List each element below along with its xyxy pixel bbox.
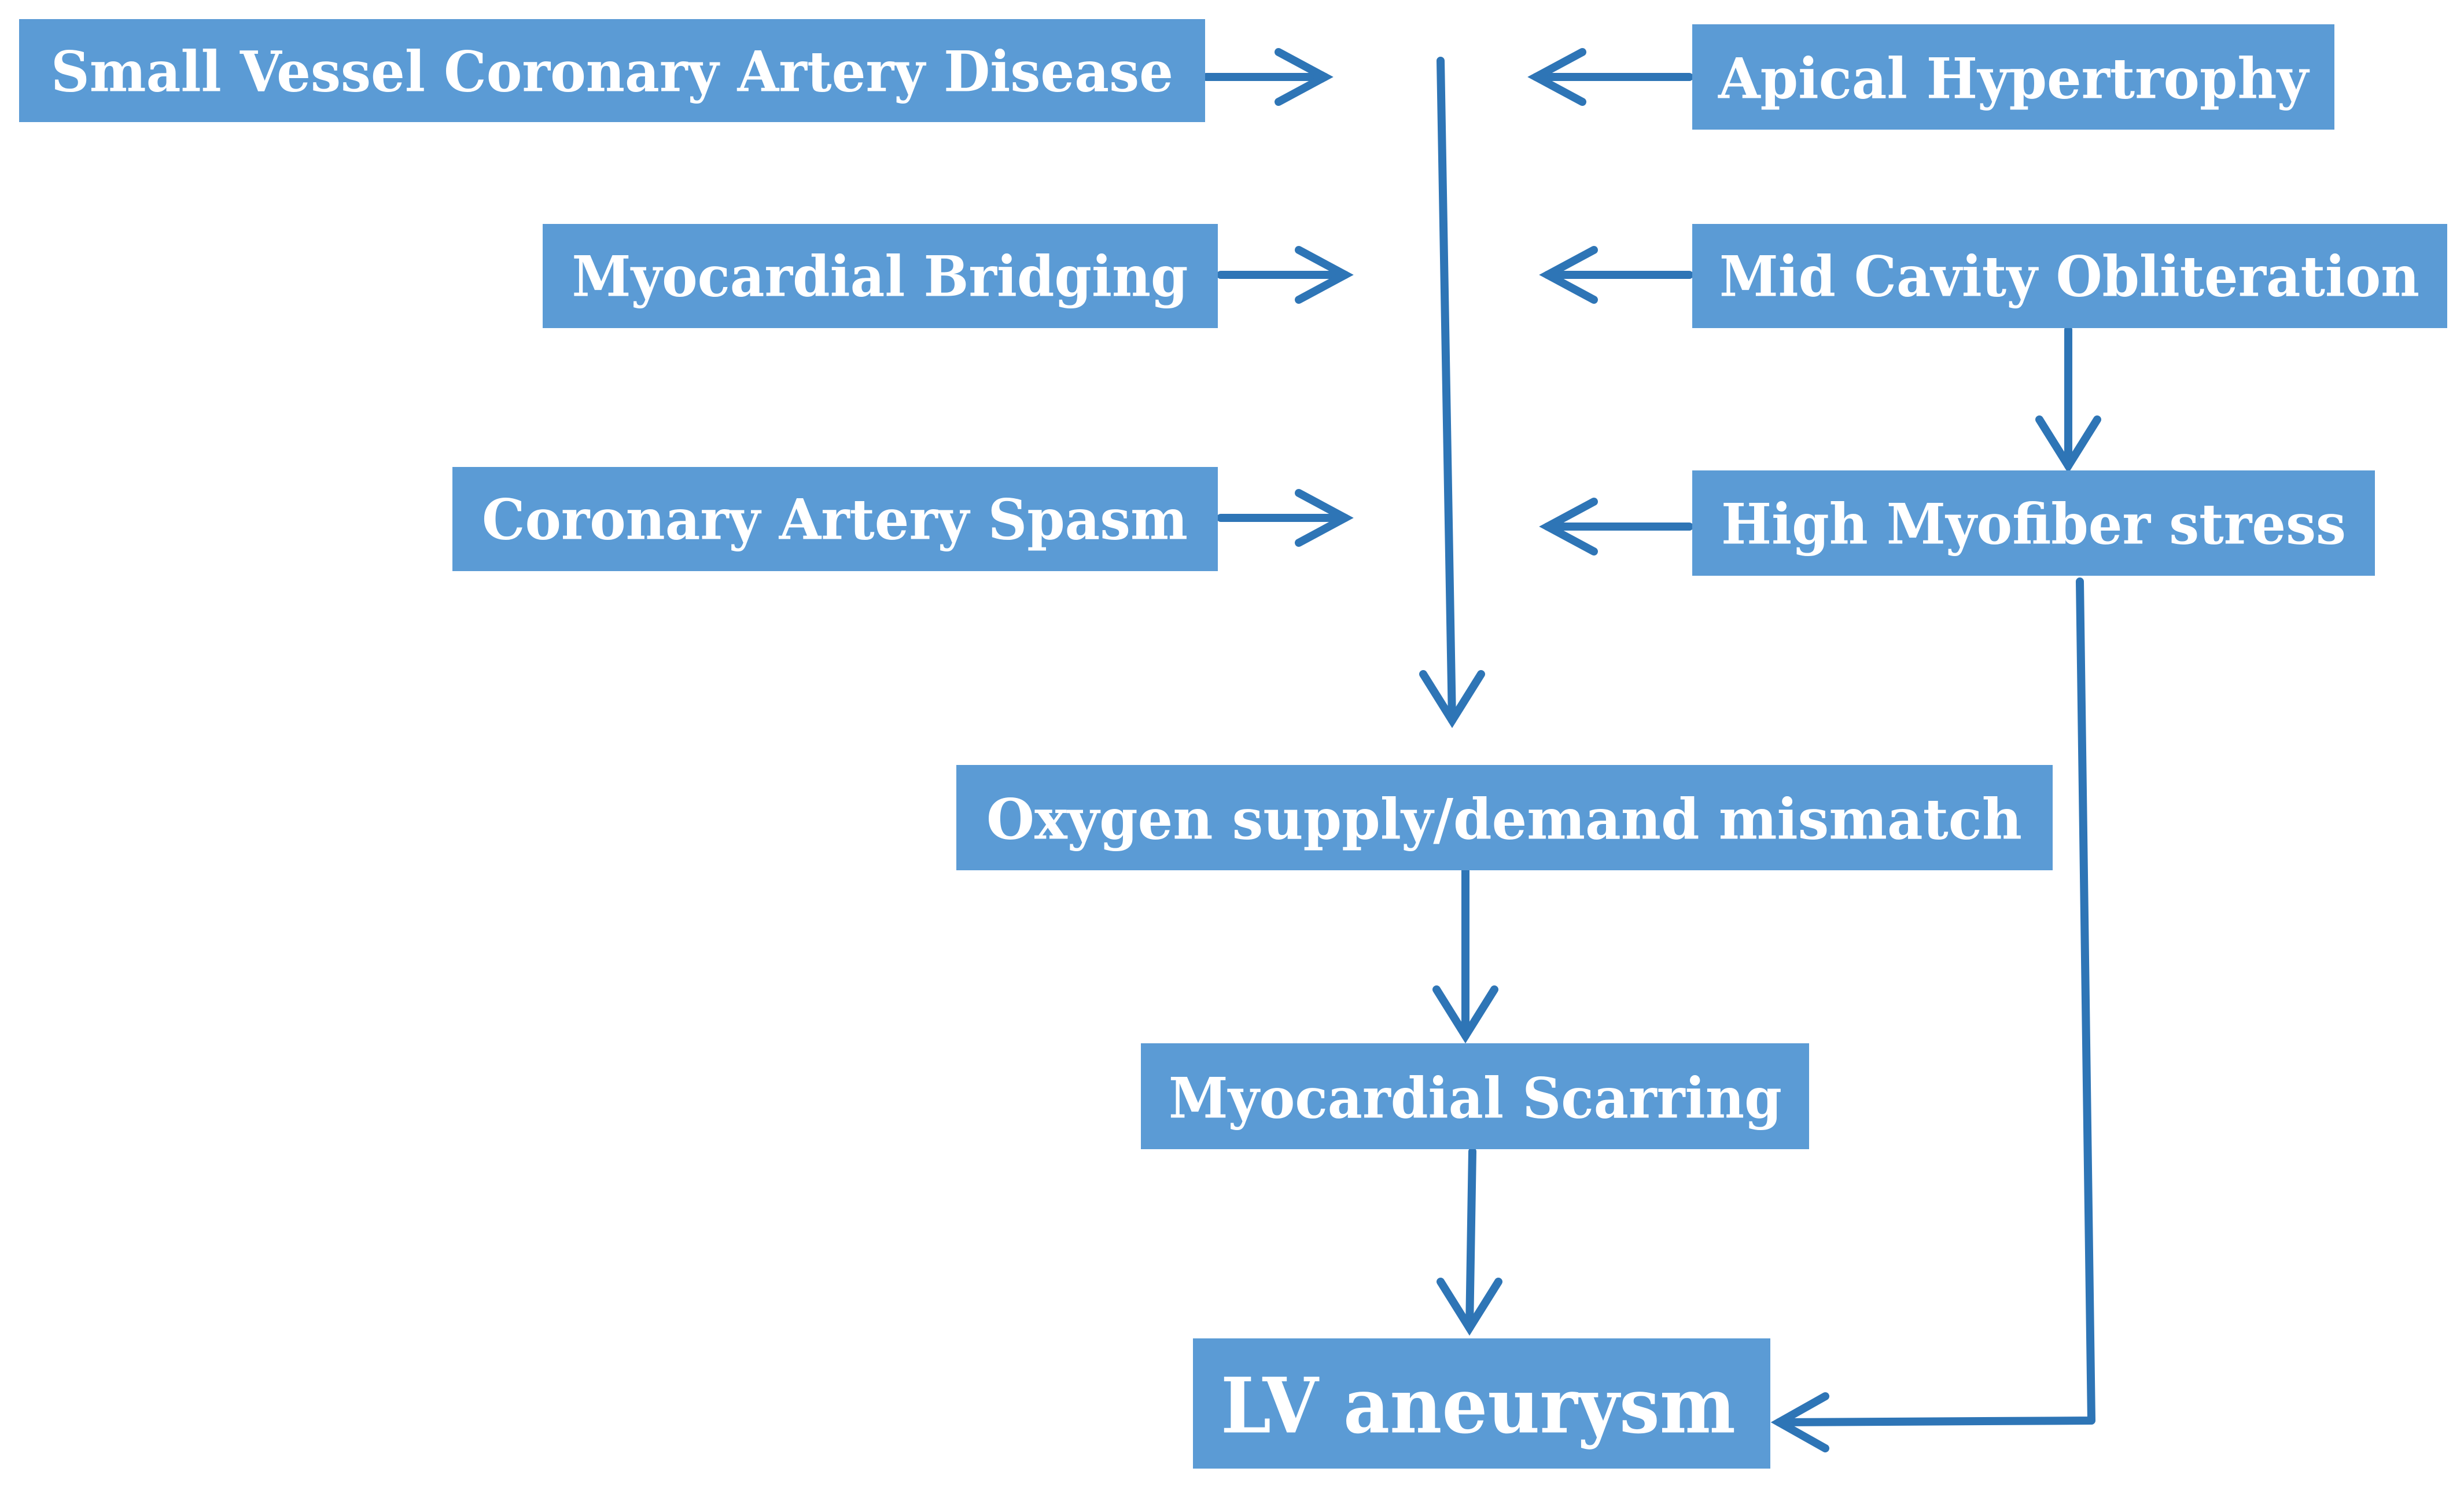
node-label: Mid Cavity Obliteration	[1719, 244, 2419, 310]
arrowhead-high-myofiber-stress	[1539, 498, 1598, 555]
edge-high-myofiber-stress-to-lv-aneurysm	[1775, 577, 2095, 1426]
node-oxygen-mismatch: Oxygen supply/demand mismatch	[956, 765, 2053, 870]
arrowhead-myofiber-to-aneurysm	[1770, 1392, 1829, 1452]
arrowhead-mid-cavity-obliteration	[1539, 246, 1598, 304]
arrowhead-scarring-to-aneurysm	[1437, 1278, 1502, 1336]
node-high-myofiber-stress: High Myofiber stress	[1692, 470, 2375, 576]
node-label: Coronary Artery Spasm	[482, 487, 1188, 553]
node-label: LV aneurysm	[1221, 1362, 1736, 1451]
node-myocardial-bridging: Myocardial Bridging	[543, 224, 1218, 328]
arrowhead-myocardial-bridging	[1295, 246, 1354, 304]
edges-group	[1202, 48, 2101, 1452]
node-apical-hypertrophy: Apical Hypertrophy	[1692, 24, 2334, 130]
edge-central-collector-to-oxygen-mismatch	[1437, 57, 1456, 724]
arrowhead-small-vessel-cad	[1275, 48, 1334, 106]
arrowhead-mid-cavity-to-myofiber	[2035, 415, 2101, 474]
node-mid-cavity-obliteration: Mid Cavity Obliteration	[1692, 224, 2447, 328]
node-label: High Myofiber stress	[1721, 492, 2346, 557]
arrowhead-central-collector	[1419, 670, 1485, 729]
node-coronary-artery-spasm: Coronary Artery Spasm	[452, 467, 1218, 571]
node-label: Myocardial Bridging	[572, 244, 1188, 310]
nodes-group: Small Vessel Coronary Artery Disease Api…	[19, 19, 2447, 1469]
arrowhead-oxygen-to-scarring	[1432, 985, 1498, 1044]
node-label: Oxygen supply/demand mismatch	[986, 787, 2022, 852]
edge-myocardial-scarring-to-lv-aneurysm	[1465, 1147, 1476, 1332]
node-small-vessel-cad: Small Vessel Coronary Artery Disease	[19, 19, 1205, 122]
node-label: Apical Hypertrophy	[1718, 46, 2310, 112]
node-label: Small Vessel Coronary Artery Disease	[51, 39, 1173, 105]
node-lv-aneurysm: LV aneurysm	[1193, 1338, 1770, 1469]
arrowhead-coronary-artery-spasm	[1295, 489, 1354, 547]
node-myocardial-scarring: Myocardial Scarring	[1141, 1043, 1809, 1149]
arrowhead-apical-hypertrophy	[1527, 48, 1586, 106]
node-label: Myocardial Scarring	[1169, 1066, 1782, 1131]
